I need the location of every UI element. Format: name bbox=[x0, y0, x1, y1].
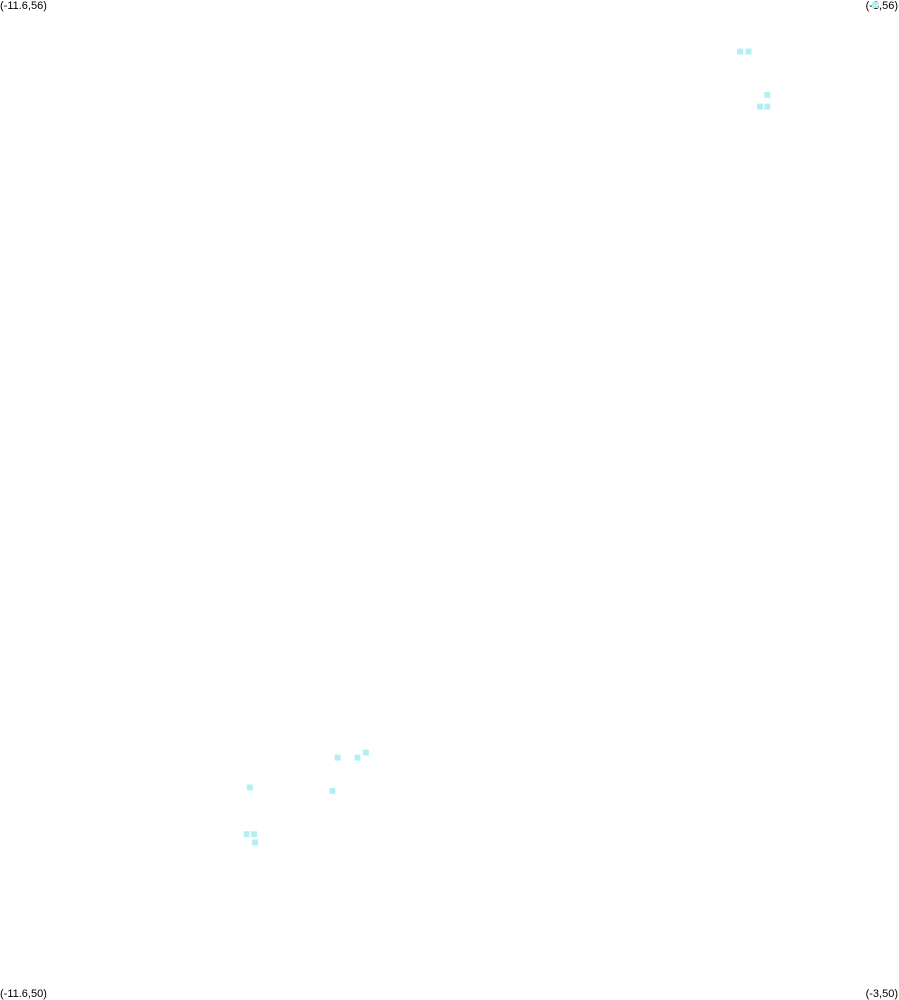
map-point-marker bbox=[745, 48, 752, 55]
map-point-marker bbox=[757, 103, 763, 110]
corner-label-top-left: (-11.6,56) bbox=[0, 0, 47, 12]
map-point-marker bbox=[764, 91, 771, 98]
map-point-marker bbox=[251, 831, 257, 838]
map-point-marker bbox=[252, 839, 259, 846]
map-point-marker bbox=[334, 754, 341, 761]
map-point-marker bbox=[243, 831, 250, 838]
map-point-marker bbox=[354, 754, 361, 761]
map-point-marker bbox=[764, 103, 771, 110]
map-point-marker bbox=[872, 2, 878, 8]
map-point-marker bbox=[246, 784, 253, 791]
map-point-marker bbox=[737, 48, 744, 55]
map-point-marker bbox=[329, 787, 336, 794]
corner-label-bottom-right: (-3,50) bbox=[865, 988, 898, 1000]
corner-label-bottom-left: (-11.6,50) bbox=[0, 988, 47, 1000]
map-point-marker bbox=[362, 749, 369, 756]
